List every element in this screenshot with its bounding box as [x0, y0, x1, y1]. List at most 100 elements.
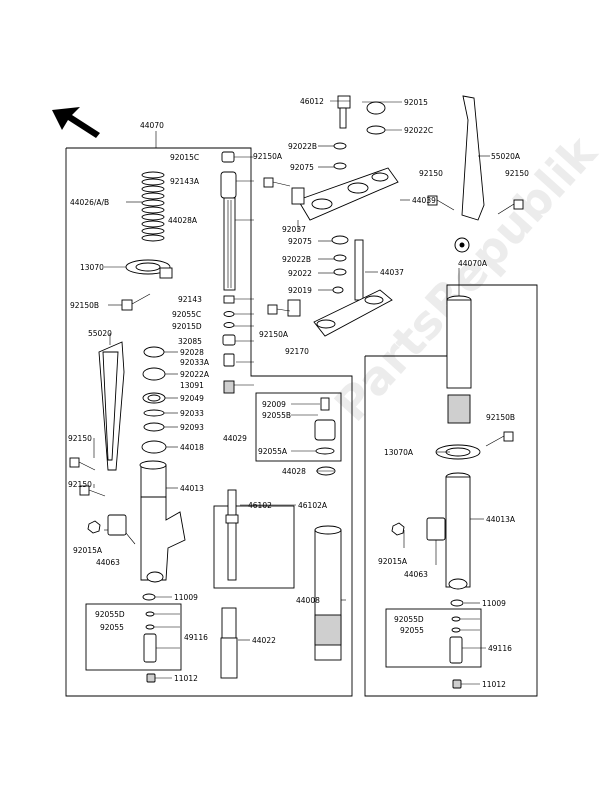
label-55020a: 55020A	[491, 152, 521, 161]
washer-92022b	[333, 142, 347, 150]
damper-adjuster	[314, 419, 336, 441]
label-92150-l2: 92150	[68, 480, 92, 489]
label-44013: 44013	[180, 484, 204, 493]
label-92055d: 92055D	[95, 610, 125, 619]
label-92150b-r: 92150B	[486, 413, 515, 422]
label-92075: 92075	[288, 237, 312, 246]
label-11009: 11009	[174, 593, 198, 602]
bolt-13091	[223, 380, 235, 394]
label-44028a: 44028A	[168, 216, 198, 225]
leader-lines	[93, 100, 490, 685]
axle-clamp	[107, 514, 127, 536]
label-92015d: 92015D	[172, 322, 202, 331]
label-46012: 46012	[300, 97, 324, 106]
label-92037: 92037	[282, 225, 306, 234]
label-44070a: 44070A	[458, 259, 488, 268]
outer-tube-44013a	[445, 472, 471, 590]
label-92170: 92170	[285, 347, 309, 356]
label-44063-r: 44063	[404, 570, 428, 579]
label-44037: 44037	[380, 268, 404, 277]
label-92055c: 92055C	[172, 310, 201, 319]
valve-holder	[220, 607, 238, 679]
rod-parts-box	[213, 505, 295, 589]
steering-stem	[313, 235, 393, 337]
inner-fork-tube	[446, 295, 472, 424]
bolt-92150-r2	[497, 199, 524, 215]
label-44039: 44039	[412, 196, 436, 205]
o-ring-2	[223, 322, 235, 328]
label-92009: 92009	[262, 400, 286, 409]
gear-icon	[454, 237, 470, 253]
label-92022b: 92022B	[282, 255, 311, 264]
label-32085: 32085	[178, 337, 202, 346]
label-92150a-top: 92150A	[253, 152, 283, 161]
label-92143a: 92143A	[170, 177, 200, 186]
steering-clamp-bolt	[337, 95, 351, 129]
label-92049: 92049	[180, 394, 204, 403]
fork-guard-55020a	[461, 95, 485, 221]
label-46102a: 46102A	[298, 501, 328, 510]
nut-92015a	[87, 520, 101, 534]
label-92055d-r: 92055D	[394, 615, 424, 624]
label-92143: 92143	[178, 295, 202, 304]
bushing	[141, 440, 167, 454]
valve-parts-box-right	[385, 608, 482, 668]
label-92150-l1: 92150	[68, 434, 92, 443]
bolt-92150b	[121, 293, 151, 311]
label-92033: 92033	[180, 409, 204, 418]
label-44029: 44029	[223, 434, 247, 443]
o-ring-92055a	[315, 447, 335, 455]
bottom-bolt-r	[452, 679, 462, 689]
label-13091: 13091	[180, 381, 204, 390]
label-92022: 92022	[288, 269, 312, 278]
label-92015c: 92015C	[170, 153, 199, 162]
washer-92022a	[142, 367, 166, 381]
fork-spring	[141, 171, 165, 242]
label-55020: 55020	[88, 329, 112, 338]
label-44070: 44070	[140, 121, 164, 130]
bracket-92170	[287, 299, 301, 317]
nut	[223, 353, 235, 367]
cartridge-cylinder	[314, 525, 342, 661]
label-92019: 92019	[288, 286, 312, 295]
bolt-92150-r1	[427, 195, 455, 211]
label-92015a: 92015A	[73, 546, 103, 555]
label-92093: 92093	[180, 423, 204, 432]
label-44028: 44028	[282, 467, 306, 476]
label-92015a-r: 92015A	[378, 557, 408, 566]
collar-92075	[333, 162, 347, 170]
damper-bolt	[320, 397, 330, 411]
label-92015: 92015	[404, 98, 428, 107]
direction-arrow-icon	[52, 107, 100, 138]
label-92055: 92055	[100, 623, 124, 632]
outer-fork-tube	[139, 460, 186, 583]
o-ring	[223, 311, 235, 317]
label-92055-r: 92055	[400, 626, 424, 635]
bolt-92150a-top	[263, 177, 291, 188]
label-92075-top: 92075	[290, 163, 314, 172]
bracket-92037	[291, 187, 305, 205]
label-92022a: 92022A	[180, 370, 210, 379]
label-44008: 44008	[296, 596, 320, 605]
label-11012: 11012	[174, 674, 198, 683]
label-49116-r: 49116	[488, 644, 512, 653]
label-92150b: 92150B	[70, 301, 99, 310]
label-92150-r1: 92150	[419, 169, 443, 178]
dust-seal	[143, 422, 165, 432]
o-ring-11009-r	[450, 599, 464, 607]
guard-bolt-1	[69, 457, 96, 471]
fork-guard-clamp	[125, 259, 173, 279]
label-11009-r: 11009	[482, 599, 506, 608]
label-44013a: 44013A	[486, 515, 516, 524]
label-44018: 44018	[180, 443, 204, 452]
label-92033a: 92033A	[180, 358, 210, 367]
label-92150a: 92150A	[259, 330, 289, 339]
label-92028: 92028	[180, 348, 204, 357]
label-44022: 44022	[252, 636, 276, 645]
label-46102: 46102	[248, 501, 272, 510]
piston	[222, 334, 236, 346]
seal-92028	[143, 346, 165, 358]
label-92150-r2: 92150	[505, 169, 529, 178]
